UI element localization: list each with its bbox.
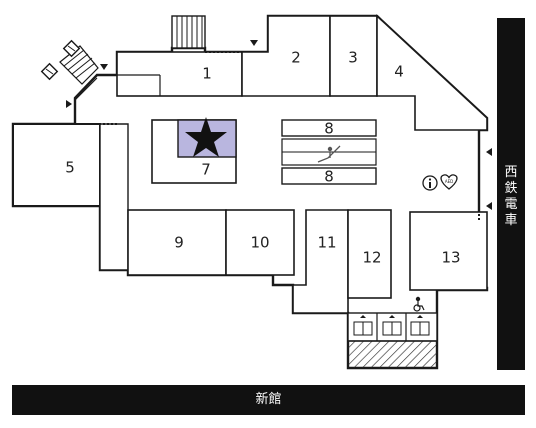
aed-icon: AED bbox=[440, 174, 458, 190]
room-10-label: 10 bbox=[250, 234, 269, 252]
room-13-label: 13 bbox=[441, 249, 460, 267]
info-icon bbox=[422, 175, 438, 191]
rail-char: 車 bbox=[504, 213, 518, 228]
room-7-label: 7 bbox=[201, 161, 211, 179]
rail-char: 電 bbox=[504, 197, 518, 212]
room-9-label: 9 bbox=[174, 234, 184, 252]
room-1-label: 1 bbox=[202, 65, 212, 83]
escalator-icon bbox=[317, 145, 341, 163]
room-12-label: 12 bbox=[362, 249, 381, 267]
room-3-label: 3 bbox=[348, 49, 358, 67]
room-12[interactable] bbox=[347, 209, 392, 299]
entrance-arrow-icon bbox=[66, 40, 492, 210]
room-11-label: 11 bbox=[317, 234, 336, 252]
room-5[interactable] bbox=[12, 123, 101, 207]
room-1[interactable] bbox=[116, 51, 243, 97]
room-8-top[interactable] bbox=[281, 119, 377, 137]
star-icon bbox=[185, 117, 227, 157]
rail-char: 鉄 bbox=[504, 181, 518, 196]
room-9[interactable] bbox=[127, 209, 227, 276]
aed-label: AED bbox=[445, 179, 453, 184]
room-10[interactable] bbox=[225, 209, 295, 276]
nishitetsu-railway-label: 西 鉄 電 車 bbox=[497, 165, 525, 229]
room-13[interactable] bbox=[409, 211, 488, 291]
elevator-icon bbox=[353, 315, 430, 336]
room-8-top-label: 8 bbox=[324, 120, 334, 138]
stairs-icon bbox=[171, 15, 206, 49]
room-2[interactable] bbox=[241, 15, 331, 97]
stair-hatch bbox=[347, 340, 438, 369]
room-4-label: 4 bbox=[394, 63, 404, 81]
room-2-label: 2 bbox=[291, 49, 301, 67]
room-8-bottom[interactable] bbox=[281, 167, 377, 185]
railway-band bbox=[497, 18, 525, 370]
entrance-stairs-icon bbox=[40, 39, 99, 85]
shinkan-label: 新館 bbox=[255, 392, 282, 407]
room-8-bottom-label: 8 bbox=[324, 168, 334, 186]
wheelchair-icon bbox=[413, 296, 425, 312]
room-5-label: 5 bbox=[65, 159, 75, 177]
room-4[interactable] bbox=[376, 14, 488, 131]
shinkan-band bbox=[12, 385, 525, 415]
rail-char: 西 bbox=[504, 165, 518, 180]
